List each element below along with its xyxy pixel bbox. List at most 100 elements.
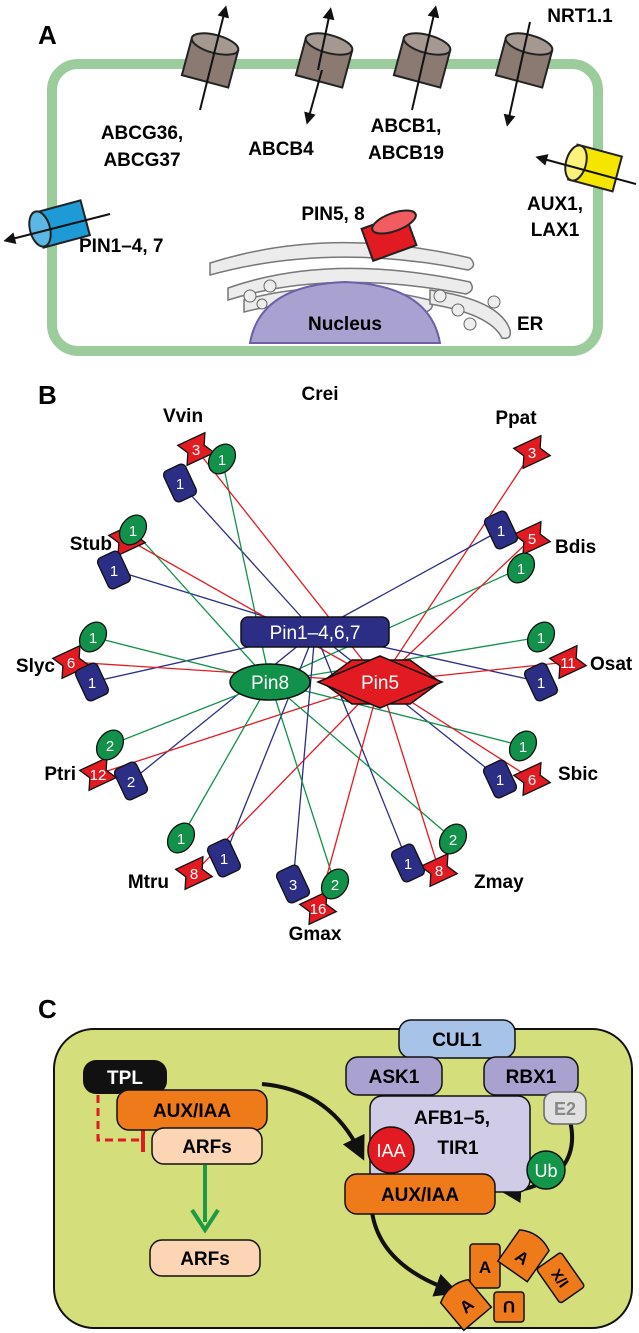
species-label: Bdis	[555, 537, 596, 558]
pin1-count: 1	[537, 675, 545, 692]
pin8-count: 2	[106, 738, 114, 755]
ub-label: Ub	[534, 1161, 557, 1181]
pin1-count: 3	[289, 877, 297, 894]
hub-pin1-label: Pin1–4,6,7	[270, 623, 361, 644]
label-abcb1: ABCB1,	[371, 116, 442, 137]
species-label: Sbic	[558, 764, 599, 785]
pin8-count: 1	[537, 630, 545, 647]
iaa-label: IAA	[376, 1141, 405, 1161]
iaa-ligand	[367, 1126, 415, 1174]
arrow-degradation	[370, 1211, 460, 1297]
species-label: Vvin	[163, 406, 203, 427]
e2-box	[543, 1091, 587, 1125]
label-abcb4: ABCB4	[248, 139, 314, 160]
pin1-count: 1	[497, 523, 505, 540]
arfs-label: ARFs	[182, 1137, 232, 1158]
label-lax1: LAX1	[531, 220, 580, 241]
edge-sbic-pin8	[269, 681, 524, 747]
pin5-count: 8	[435, 863, 443, 880]
edge-vvin-pin1	[179, 482, 316, 633]
pin8-node	[166, 822, 196, 854]
pin1-node	[390, 843, 426, 883]
transporter-abcg	[180, 5, 240, 111]
edge-stub-pin8	[132, 529, 271, 683]
repression-line	[96, 1095, 140, 1142]
species-label: Slyc	[16, 656, 56, 677]
pin8-node	[118, 514, 148, 546]
ask1-label: ASK1	[369, 1067, 420, 1088]
pin1-node	[96, 550, 132, 590]
transporter-pin1	[3, 199, 111, 249]
edge-ppat-pin5	[379, 451, 533, 683]
pin8-node	[207, 443, 237, 475]
rbx1-box	[483, 1056, 579, 1096]
hub-pin8-label: Pin8	[251, 673, 289, 694]
pin8-count: 1	[129, 523, 137, 540]
pin8-node	[506, 552, 536, 584]
panel-c: C TPL AUX/IAA ARFs ARFs CUL1 ASK1 RBX1 E…	[38, 994, 633, 1332]
pin5-count: 11	[560, 655, 576, 672]
frag-u: U	[503, 1297, 515, 1316]
pin5-count: 3	[528, 445, 536, 462]
edge-zmay-pin5	[379, 681, 440, 871]
transporter-abcb4	[294, 7, 354, 125]
pin1-node	[113, 761, 149, 801]
panel-c-letter: C	[38, 994, 57, 1024]
arrow-arf-release-head	[190, 1208, 220, 1234]
panel-b: B Crei Pin1–4,6,7 Pin8 Pin5 Vvin311Ppat3…	[16, 380, 633, 945]
species-label: Zmay	[474, 872, 524, 893]
ubiquitin	[526, 1150, 566, 1190]
pin5-count: 8	[190, 866, 198, 883]
hub-pin1: Pin1–4,6,7	[240, 616, 390, 648]
pin5-count: 6	[67, 655, 75, 672]
arfs-free-label: ARFs	[180, 1249, 230, 1270]
pin5-node	[512, 434, 552, 470]
ask1-box	[345, 1056, 443, 1096]
arrow-auxiaa-binding	[261, 1082, 365, 1161]
edge-bdis-pin1	[314, 529, 502, 633]
species-label: Ppat	[495, 408, 537, 429]
edge-stub-pin5	[126, 538, 381, 683]
edge-bdis-pin5	[379, 537, 533, 683]
species-label: Ptri	[44, 764, 76, 785]
edge-ptri-pin1	[130, 631, 316, 782]
pin8-count: 1	[519, 739, 527, 756]
panel-a-letter: A	[38, 20, 57, 50]
pin1-node	[74, 662, 110, 702]
edge-mtru-pin8	[180, 681, 271, 839]
species-nodes: Vvin311Ppat3Stub911Bdis511Slyc611Osat111…	[16, 406, 633, 945]
pin8-node	[95, 729, 125, 761]
edge-gmax-pin1	[292, 631, 316, 885]
panel-a: A Nucleus ER	[3, 5, 637, 356]
species-crei: Crei	[302, 384, 339, 405]
pin8-node	[526, 621, 556, 653]
pin1-count: 1	[88, 675, 96, 692]
pin8-count: 2	[449, 832, 457, 849]
transporter-nrt	[494, 21, 554, 127]
edge-gmax-pin8	[269, 681, 336, 885]
pin1-node	[206, 838, 242, 878]
transporter-pin5	[360, 209, 418, 263]
label-nrt: NRT1.1	[547, 6, 613, 27]
e2-label: E2	[554, 1099, 576, 1119]
pin5-count: 12	[90, 767, 107, 784]
species-stub: Stub911	[70, 514, 148, 590]
species-ppat: Ppat 3	[495, 408, 552, 470]
transporter-abcb1	[392, 5, 452, 111]
transporter-aux1	[535, 143, 637, 193]
degraded-fragments: A A X/I A U	[439, 1229, 585, 1332]
label-pin1: PIN1–4, 7	[79, 236, 164, 257]
species-label: Gmax	[289, 924, 342, 945]
tpl-box	[83, 1060, 167, 1094]
pin5-node	[174, 855, 214, 891]
pin5-count: 5	[528, 531, 536, 548]
pin1-node	[483, 510, 519, 550]
